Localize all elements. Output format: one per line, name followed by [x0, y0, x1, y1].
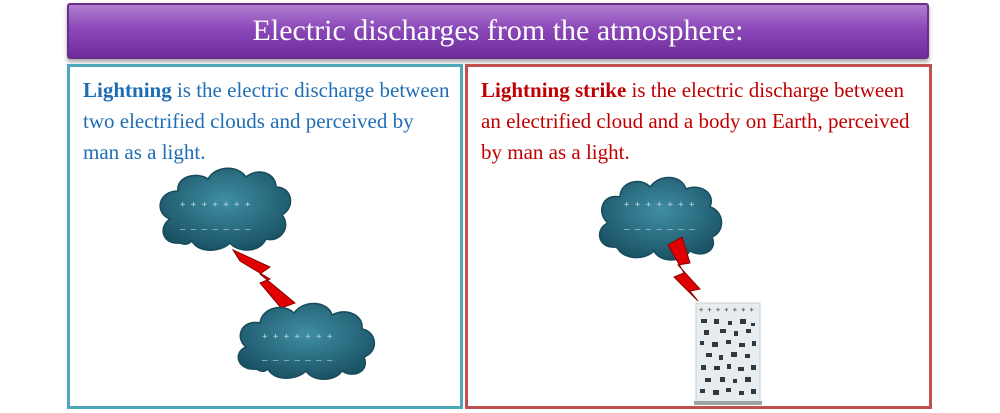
lightning-panel: Lightning is the electric discharge betw… [67, 64, 463, 409]
strike-lightning-bolt [667, 236, 701, 302]
lightning-strike-term: Lightning strike [481, 78, 627, 102]
lightning-description: is the electric discharge between two el… [83, 78, 450, 164]
lightning-strike-panel: Lightning strike is the electric dischar… [465, 64, 932, 409]
lightning-bolt [231, 248, 296, 316]
upper-cloud: + + + + + + + – – – – – – – [159, 167, 292, 251]
lower-cloud-plus: + + + + + + + [262, 332, 333, 342]
lightning-definition: Lightning is the electric discharge betw… [83, 75, 453, 168]
building-plus: + + + + + + + [699, 306, 754, 314]
lightning-term: Lightning [83, 78, 172, 102]
lower-cloud: + + + + + + + – – – – – – – [237, 302, 375, 380]
upper-cloud-minus: – – – – – – – [180, 225, 251, 235]
page-title: Electric discharges from the atmosphere: [252, 14, 744, 47]
lightning-strike-description: is the electric discharge between an ele… [481, 78, 910, 164]
building-image: + + + + + + + [694, 302, 762, 405]
strike-cloud-plus: + + + + + + + [624, 200, 695, 210]
upper-cloud-plus: + + + + + + + [180, 200, 251, 210]
strike-cloud: + + + + + + + – – – – – – – [598, 176, 723, 261]
lightning-strike-illustration: + + + + + + + – – – – – – – + + + + + + … [598, 176, 762, 405]
title-banner: Electric discharges from the atmosphere: [67, 3, 929, 59]
lower-cloud-minus: – – – – – – – [262, 356, 333, 366]
lightning-strike-definition: Lightning strike is the electric dischar… [481, 75, 921, 168]
lightning-illustration: + + + + + + + – – – – – – – + + + + + + … [159, 167, 375, 380]
strike-cloud-minus: – – – – – – – [624, 225, 695, 235]
